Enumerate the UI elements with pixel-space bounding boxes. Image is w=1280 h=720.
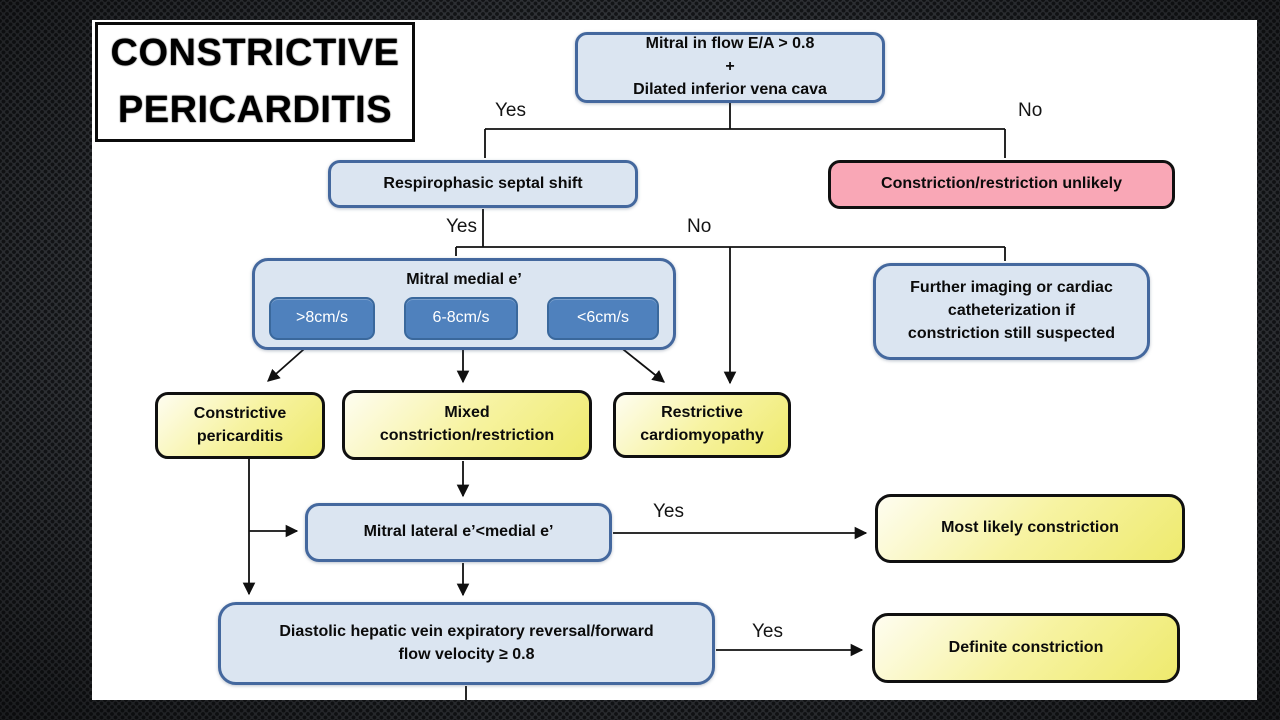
node-restrictive-line2: cardiomyopathy [640,427,764,444]
node-mixed-line1: Mixed [444,404,490,422]
node-mitral-inflow-line2: + [725,58,735,76]
node-restrictive-cardiomyopathy: Restrictive cardiomyopathy [613,392,791,458]
mitral-medial-options: >8cm/s 6-8cm/s <6cm/s [255,296,673,340]
node-most-likely-constriction: Most likely constriction [875,494,1185,563]
edge-label-septal-no: No [687,216,712,237]
option-lt6cms: <6cm/s [547,296,659,340]
node-mitral-inflow: Mitral in flow E/A > 0.8 + Dilated infer… [575,32,885,103]
option-gt8cms: >8cm/s [269,296,375,340]
node-hepatic-line2: flow velocity ≥ 0.8 [398,645,535,663]
node-respirophasic-septal-shift: Respirophasic septal shift [328,160,638,208]
slide-title-line2: PERICARDITIS [117,89,393,131]
node-constriction-unlikely-label: Constriction/restriction unlikely [881,175,1122,193]
node-mixed-constriction-restriction: Mixed constriction/restriction [342,390,592,460]
node-mitral-inflow-line3: Dilated inferior vena cava [633,80,827,98]
option-6to8cms: 6-8cm/s [404,296,518,340]
node-restrictive-line1: Restrictive [661,404,743,422]
node-mitral-lateral-label: Mitral lateral e’<medial e’ [363,523,554,541]
node-further-imaging-line3: constriction still suspected [907,324,1116,342]
node-further-imaging: Further imaging or cardiac catheterizati… [873,263,1150,360]
node-definite-constriction: Definite constriction [872,613,1180,683]
node-mixed-line2: constriction/restriction [379,427,555,444]
node-hepatic-line1: Diastolic hepatic vein expiratory revers… [279,622,654,640]
edge-label-septal-yes: Yes [446,216,477,237]
node-mitral-lateral: Mitral lateral e’<medial e’ [305,503,612,562]
node-constriction-unlikely: Constriction/restriction unlikely [828,160,1175,209]
node-respirophasic-label: Respirophasic septal shift [383,174,583,192]
node-constrictive-pericarditis: Constrictive pericarditis [155,392,325,459]
node-definite-label: Definite constriction [948,638,1104,656]
node-further-imaging-line2: catheterization if [947,302,1076,320]
edge-label-root-no: No [1018,100,1043,121]
slide-title: CONSTRICTIVE PERICARDITIS [95,22,415,142]
node-constrictive-line1: Constrictive [193,404,287,422]
node-most-likely-label: Most likely constriction [941,519,1119,537]
edge-label-lateral-yes: Yes [653,501,684,522]
edge-label-hepatic-yes: Yes [752,621,783,642]
node-hepatic-vein: Diastolic hepatic vein expiratory revers… [218,602,715,685]
edge-label-root-yes: Yes [495,100,526,121]
slide-title-line1: CONSTRICTIVE [110,32,400,74]
node-constrictive-line2: pericarditis [196,427,284,445]
node-further-imaging-line1: Further imaging or cardiac [910,279,1113,297]
node-mitral-inflow-line1: Mitral in flow E/A > 0.8 [645,35,815,53]
node-mitral-medial: Mitral medial e’ >8cm/s 6-8cm/s <6cm/s [252,258,676,350]
node-mitral-medial-title: Mitral medial e’ [406,271,522,288]
